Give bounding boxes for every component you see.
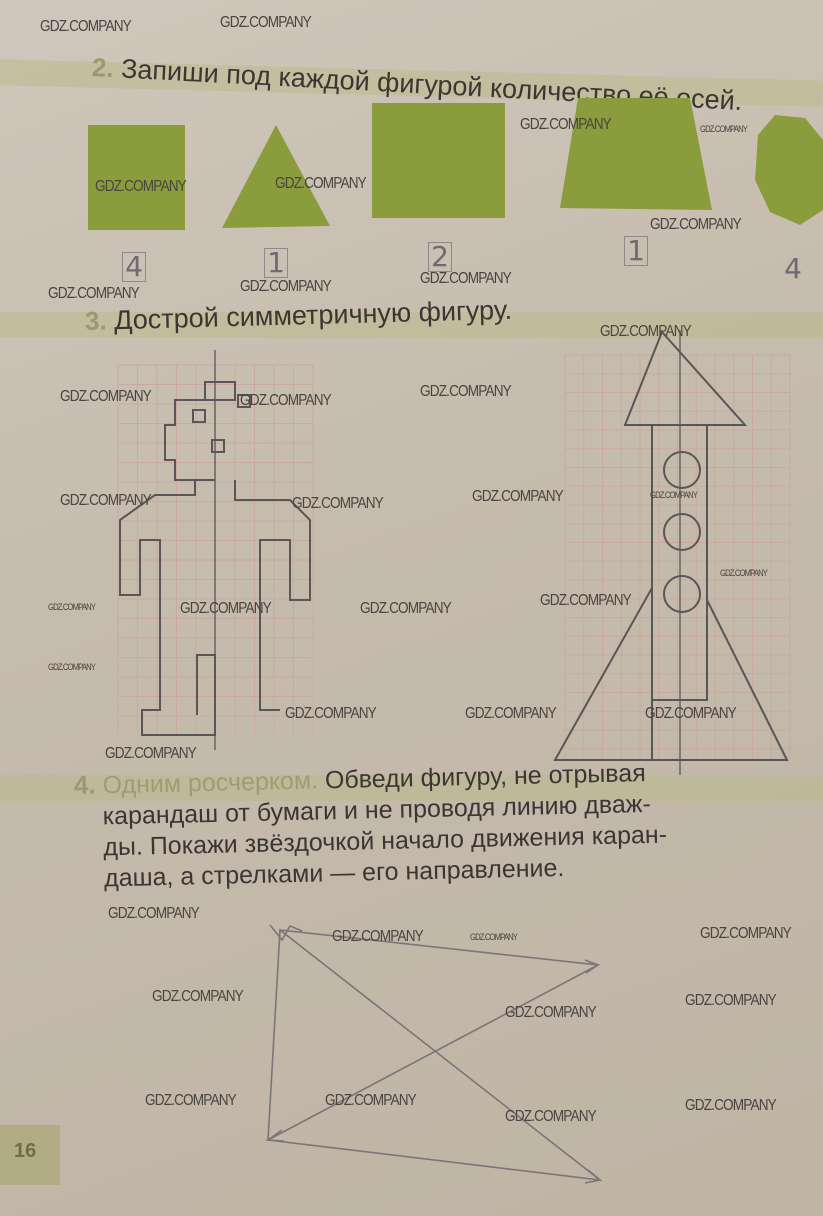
arrow-icon <box>584 1169 602 1184</box>
watermark: GDZ.COMPANY <box>700 124 748 134</box>
text-line: Обведи фигуру, не отрывая <box>324 759 647 795</box>
answer-box[interactable]: 1 <box>624 236 648 266</box>
grid-right <box>564 354 791 760</box>
answer-box[interactable]: 4 <box>122 252 146 282</box>
watermark: GDZ.COMPANY <box>105 745 197 762</box>
watermark: GDZ.COMPANY <box>48 285 140 302</box>
watermark: GDZ.COMPANY <box>60 492 152 509</box>
watermark: GDZ.COMPANY <box>220 14 312 31</box>
watermark: GDZ.COMPANY <box>325 1092 417 1109</box>
watermark: GDZ.COMPANY <box>720 568 768 578</box>
watermark: GDZ.COMPANY <box>285 705 377 722</box>
watermark: GDZ.COMPANY <box>420 270 512 287</box>
watermark: GDZ.COMPANY <box>520 116 612 133</box>
answer-box[interactable]: 4 <box>784 252 802 285</box>
watermark: GDZ.COMPANY <box>40 18 132 35</box>
watermark: GDZ.COMPANY <box>60 388 152 405</box>
watermark: GDZ.COMPANY <box>420 383 512 400</box>
trapezoid-shape <box>560 98 712 210</box>
watermark: GDZ.COMPANY <box>505 1108 597 1125</box>
arrow-icon <box>584 959 600 974</box>
square-shape <box>88 125 185 230</box>
watermark: GDZ.COMPANY <box>650 490 698 500</box>
watermark: GDZ.COMPANY <box>292 495 384 512</box>
watermark: GDZ.COMPANY <box>505 1004 597 1021</box>
watermark: GDZ.COMPANY <box>650 216 742 233</box>
answer-box[interactable]: 2 <box>428 242 452 272</box>
rocket-figure <box>553 330 789 761</box>
header-band <box>0 312 823 338</box>
arrow-icon <box>265 1129 285 1142</box>
octagon-shape <box>755 115 823 225</box>
watermark: GDZ.COMPANY <box>360 600 452 617</box>
watermark: GDZ.COMPANY <box>240 392 332 409</box>
watermark: GDZ.COMPANY <box>48 662 96 672</box>
watermark: GDZ.COMPANY <box>472 488 564 505</box>
one-stroke-figure <box>265 924 603 1184</box>
task-number: 4. <box>73 769 96 801</box>
star-icon <box>269 924 303 942</box>
task-lead: Одним росчерком. <box>102 766 319 800</box>
watermark: GDZ.COMPANY <box>645 705 737 722</box>
watermark: GDZ.COMPANY <box>685 1097 777 1114</box>
watermark: GDZ.COMPANY <box>145 1092 237 1109</box>
watermark: GDZ.COMPANY <box>700 925 792 942</box>
header-band <box>0 775 823 801</box>
watermark: GDZ.COMPANY <box>152 988 244 1005</box>
page-number-tab <box>0 1125 60 1185</box>
watermark: GDZ.COMPANY <box>600 323 692 340</box>
watermark: GDZ.COMPANY <box>465 705 557 722</box>
watermark: GDZ.COMPANY <box>48 602 96 612</box>
task4-text: 4. Одним росчерком. Обведи фигуру, не от… <box>74 757 668 895</box>
watermark: GDZ.COMPANY <box>108 905 200 922</box>
triangle-shape <box>222 125 330 228</box>
page-number: 16 <box>14 1140 37 1162</box>
task-number: 3. <box>84 305 108 336</box>
rectangle-shape <box>372 103 505 218</box>
robot-figure <box>119 381 311 736</box>
answer-box[interactable]: 1 <box>264 248 288 278</box>
watermark: GDZ.COMPANY <box>275 175 367 192</box>
watermark: GDZ.COMPANY <box>95 178 187 195</box>
watermark: GDZ.COMPANY <box>332 928 424 945</box>
shapes <box>88 98 823 230</box>
watermark: GDZ.COMPANY <box>685 992 777 1009</box>
watermark: GDZ.COMPANY <box>540 592 632 609</box>
watermark: GDZ.COMPANY <box>470 932 518 942</box>
watermark: GDZ.COMPANY <box>180 600 272 617</box>
watermark: GDZ.COMPANY <box>240 278 332 295</box>
